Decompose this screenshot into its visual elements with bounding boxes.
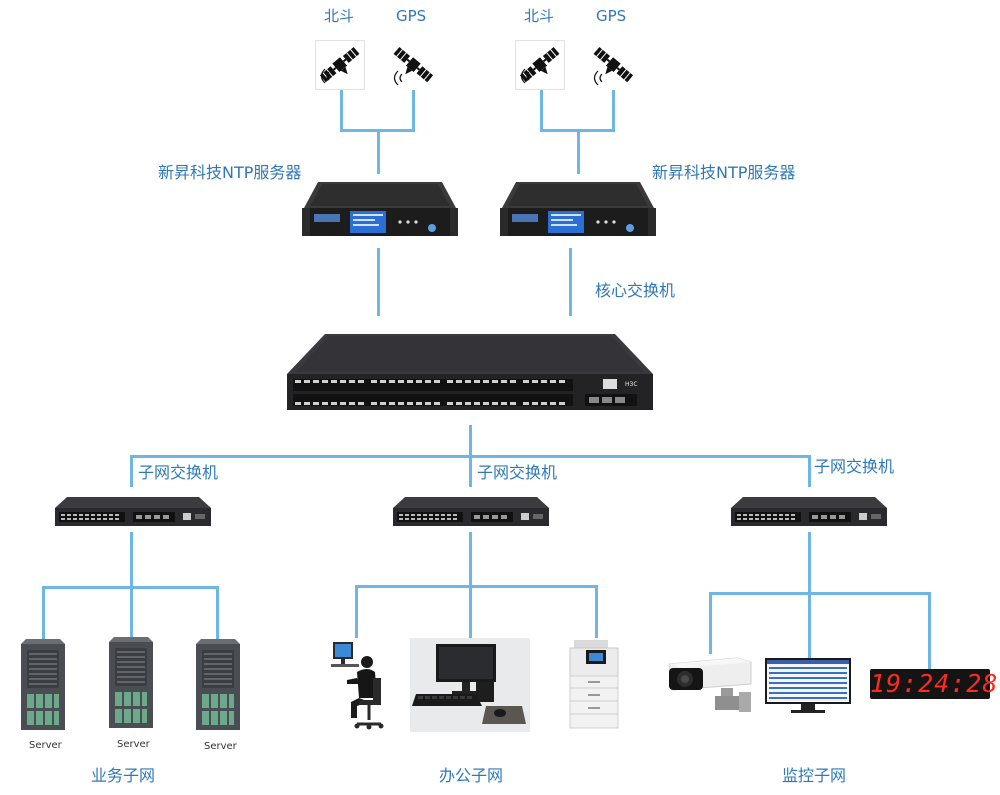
subnet-switch-right: [731, 497, 887, 526]
link-bus-sw1: [130, 455, 133, 487]
link-sat-ntp-right: [577, 129, 580, 174]
beidou-label-left: 北斗: [324, 7, 355, 25]
digital-clock-display: 19:24:28: [870, 669, 999, 699]
gps-satellite-icon-left: [393, 47, 434, 86]
link-office-pc: [469, 585, 472, 640]
server-tower-2: [109, 637, 153, 728]
link-sw3-down: [808, 532, 811, 594]
subnet-switch-label-center: 子网交换机: [477, 463, 558, 482]
subnet-switch-center: [393, 497, 549, 526]
ntp-server-label-left: 新昇科技NTP服务器: [158, 163, 302, 182]
core-switch-label: 核心交换机: [595, 281, 676, 300]
link-clock: [928, 592, 931, 669]
subnet-switch-label-left: 子网交换机: [138, 463, 219, 482]
beidou-satellite-icon-left: [315, 40, 365, 90]
subnet-switch-label-right: 子网交换机: [814, 457, 895, 476]
business-subnet-label: 业务子网: [91, 766, 156, 785]
server-tower-3: [196, 639, 240, 730]
link-sw1-down: [130, 532, 133, 588]
core-switch: H3C: [287, 334, 653, 410]
ntp-server-right: [500, 182, 656, 236]
server-label-1: Server: [29, 740, 62, 751]
server-label-3: Server: [204, 741, 237, 752]
server-label-2: Server: [117, 739, 150, 750]
link-sat-ntp-left: [377, 129, 380, 174]
subnet-switch-left: [55, 497, 211, 526]
monitoring-screen-icon: [765, 658, 851, 713]
gps-label-left: GPS: [396, 7, 427, 25]
beidou-satellite-icon-right: [515, 40, 565, 90]
link-monitor: [808, 592, 811, 658]
surveillance-camera-icon: [665, 654, 755, 714]
ntp-server-left: [302, 182, 458, 236]
gps-label-right: GPS: [596, 7, 627, 25]
beidou-label-right: 北斗: [524, 7, 555, 25]
link-server2: [130, 586, 133, 638]
link-server3: [216, 586, 219, 640]
link-sw2-bus: [355, 585, 598, 588]
core-switch-brand: H3C: [625, 381, 638, 388]
office-user-at-desk-icon: [329, 638, 385, 732]
gps-satellite-icon-right: [593, 47, 634, 86]
link-bus-sw3: [808, 455, 811, 487]
office-printer-icon: [566, 638, 622, 732]
link-sw3-bus: [709, 592, 931, 595]
link-gps-left: [412, 90, 415, 132]
office-subnet-label: 办公子网: [439, 766, 504, 785]
link-bus-sw2: [469, 455, 472, 487]
ntp-server-label-right: 新昇科技NTP服务器: [652, 163, 796, 182]
link-beidou-left: [340, 90, 343, 132]
monitoring-subnet-label: 监控子网: [782, 766, 847, 785]
link-core-down: [469, 425, 472, 457]
link-gps-right: [612, 90, 615, 132]
office-desktop-pc-icon: [410, 638, 530, 732]
link-camera: [709, 592, 712, 654]
link-ntp2-core: [569, 248, 572, 316]
link-ntp1-core: [377, 248, 380, 316]
link-sw2-down: [469, 532, 472, 587]
link-office-printer: [595, 585, 598, 640]
link-server1: [42, 586, 45, 640]
link-office-user: [355, 585, 358, 640]
link-beidou-right: [540, 90, 543, 132]
server-tower-1: [21, 639, 65, 730]
